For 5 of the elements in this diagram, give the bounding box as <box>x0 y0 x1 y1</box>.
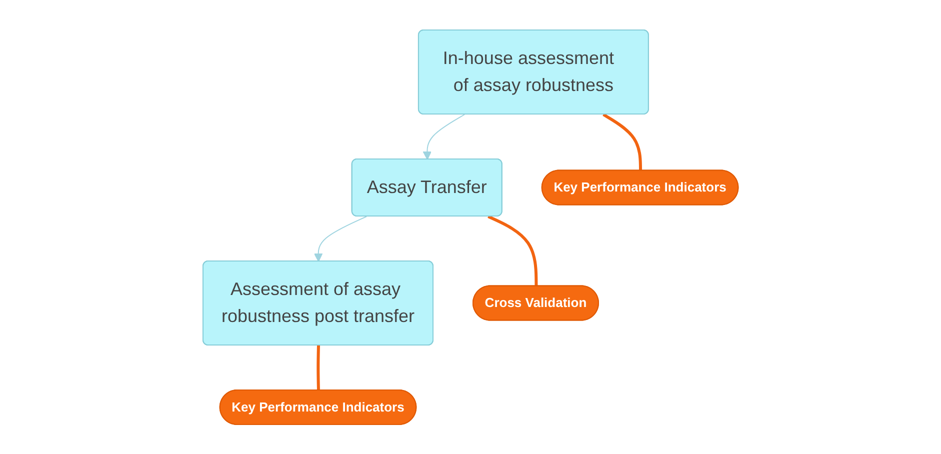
connector <box>602 112 642 171</box>
connector <box>316 345 320 390</box>
arrow <box>314 216 367 262</box>
arrow <box>422 114 465 160</box>
connector <box>487 214 538 286</box>
